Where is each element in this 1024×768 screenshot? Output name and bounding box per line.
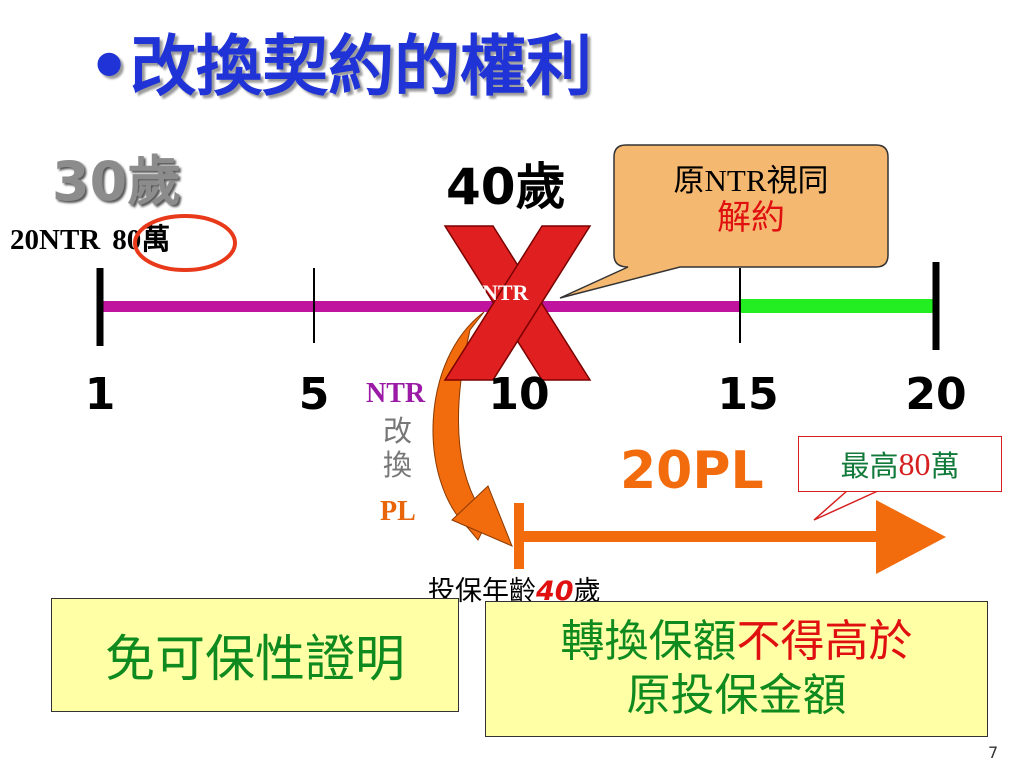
entry-age-suffix: 歲 [573, 576, 601, 607]
conversion-from: NTR [366, 378, 426, 409]
no-evidence-box: 免可保性證明 [51, 598, 459, 712]
max-box-pointer [813, 489, 881, 521]
extension-bar [740, 299, 936, 313]
page-number: 7 [988, 743, 999, 762]
conversion-arrowhead [451, 485, 513, 547]
max-suffix: 萬 [930, 449, 960, 483]
ntr-bar [100, 301, 740, 312]
conversion-arrow [432, 311, 489, 541]
conversion-limit-box: 轉換保額不得高於 原投保金額 [485, 601, 988, 737]
callout-line-1: 原NTR視同 [673, 163, 829, 198]
max-number: 80 [898, 445, 931, 482]
new-plan-arrowhead [876, 500, 946, 574]
cancel-x-mark [443, 225, 592, 381]
entry-age-number: 40 [536, 576, 574, 607]
callout-text: 原NTR視同 解約 [616, 162, 886, 240]
switch-age-label: 40歲 [446, 158, 566, 216]
conversion-char-2: 換 [383, 450, 413, 482]
callout-line-2: 解約 [717, 200, 785, 238]
conversion-limit-line-1: 轉換保額不得高於 [561, 615, 913, 669]
policy-plan: 20NTR [10, 224, 101, 256]
tick-label-10: 10 [488, 369, 550, 420]
tick-label-20: 20 [905, 369, 967, 420]
amount-highlight-oval [133, 214, 237, 272]
conversion-limit-line-2: 原投保金額 [626, 670, 847, 721]
new-plan-start-bar [514, 503, 524, 569]
start-age-label: 30歲 [52, 150, 182, 213]
tick-label-15: 15 [717, 369, 779, 420]
conversion-to: PL [380, 496, 416, 527]
page-title: •改換契約的權利 [88, 28, 593, 105]
conversion-limit-green: 轉換保額 [560, 616, 737, 668]
ntr-bar-label: NTR [482, 280, 529, 305]
conversion-char-1: 改 [383, 416, 413, 448]
tick-label-1: 1 [84, 369, 116, 420]
tick-label-5: 5 [298, 369, 330, 420]
conversion-limit-red: 不得高於 [736, 616, 913, 668]
callout-bubble [559, 144, 889, 299]
max-prefix: 最高 [840, 449, 899, 483]
new-plan-shaft [520, 531, 880, 542]
new-plan-label: 20PL [620, 441, 764, 501]
